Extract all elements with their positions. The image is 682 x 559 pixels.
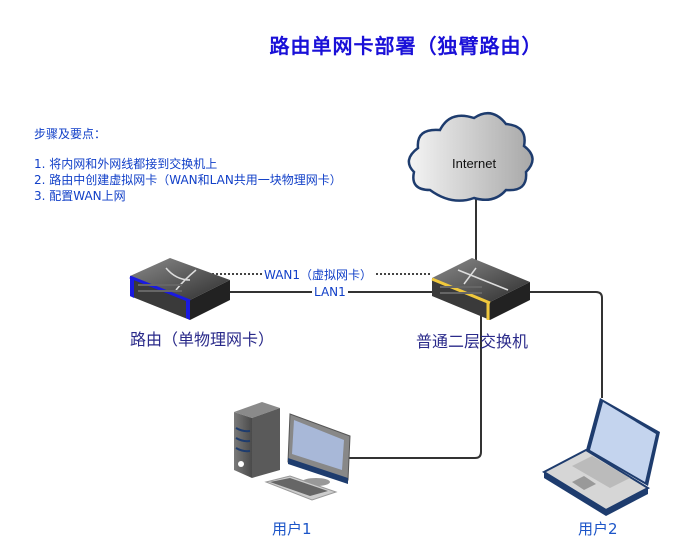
- user2-label: 用户2: [578, 520, 618, 538]
- cloud-icon: [407, 111, 534, 202]
- step-item: 3. 配置WAN上网: [34, 189, 126, 203]
- router-label: 路由（单物理网卡）: [130, 330, 275, 349]
- router-device: [129, 258, 230, 320]
- laptop-icon: [541, 398, 660, 516]
- internet-label: Internet: [452, 156, 497, 171]
- step-item: 1. 将内网和外网线都接到交换机上: [34, 157, 218, 171]
- steps-panel: 步骤及要点： 1. 将内网和外网线都接到交换机上 2. 路由中创建虚拟网卡（WA…: [34, 126, 342, 204]
- step-item: 2. 路由中创建虚拟网卡（WAN和LAN共用一块物理网卡）: [34, 173, 342, 187]
- user2-device: [541, 398, 660, 516]
- lan-link-label: LAN1: [312, 285, 348, 299]
- wan-link-label: WAN1（虚拟网卡）: [262, 266, 375, 283]
- switch-label: 普通二层交换机: [416, 332, 529, 351]
- internet-cloud: [407, 111, 534, 202]
- router-icon: [129, 258, 230, 320]
- switch-device: [431, 258, 530, 320]
- link-switch-user2: [520, 291, 603, 398]
- switch-icon: [431, 258, 530, 320]
- user1-device: [234, 402, 351, 501]
- link-switch-user1: [346, 315, 482, 459]
- steps-heading: 步骤及要点：: [34, 127, 107, 141]
- desktop-pc-icon: [234, 402, 351, 501]
- page-title: 路由单网卡部署（独臂路由）: [269, 34, 543, 58]
- user1-label: 用户1: [272, 520, 312, 538]
